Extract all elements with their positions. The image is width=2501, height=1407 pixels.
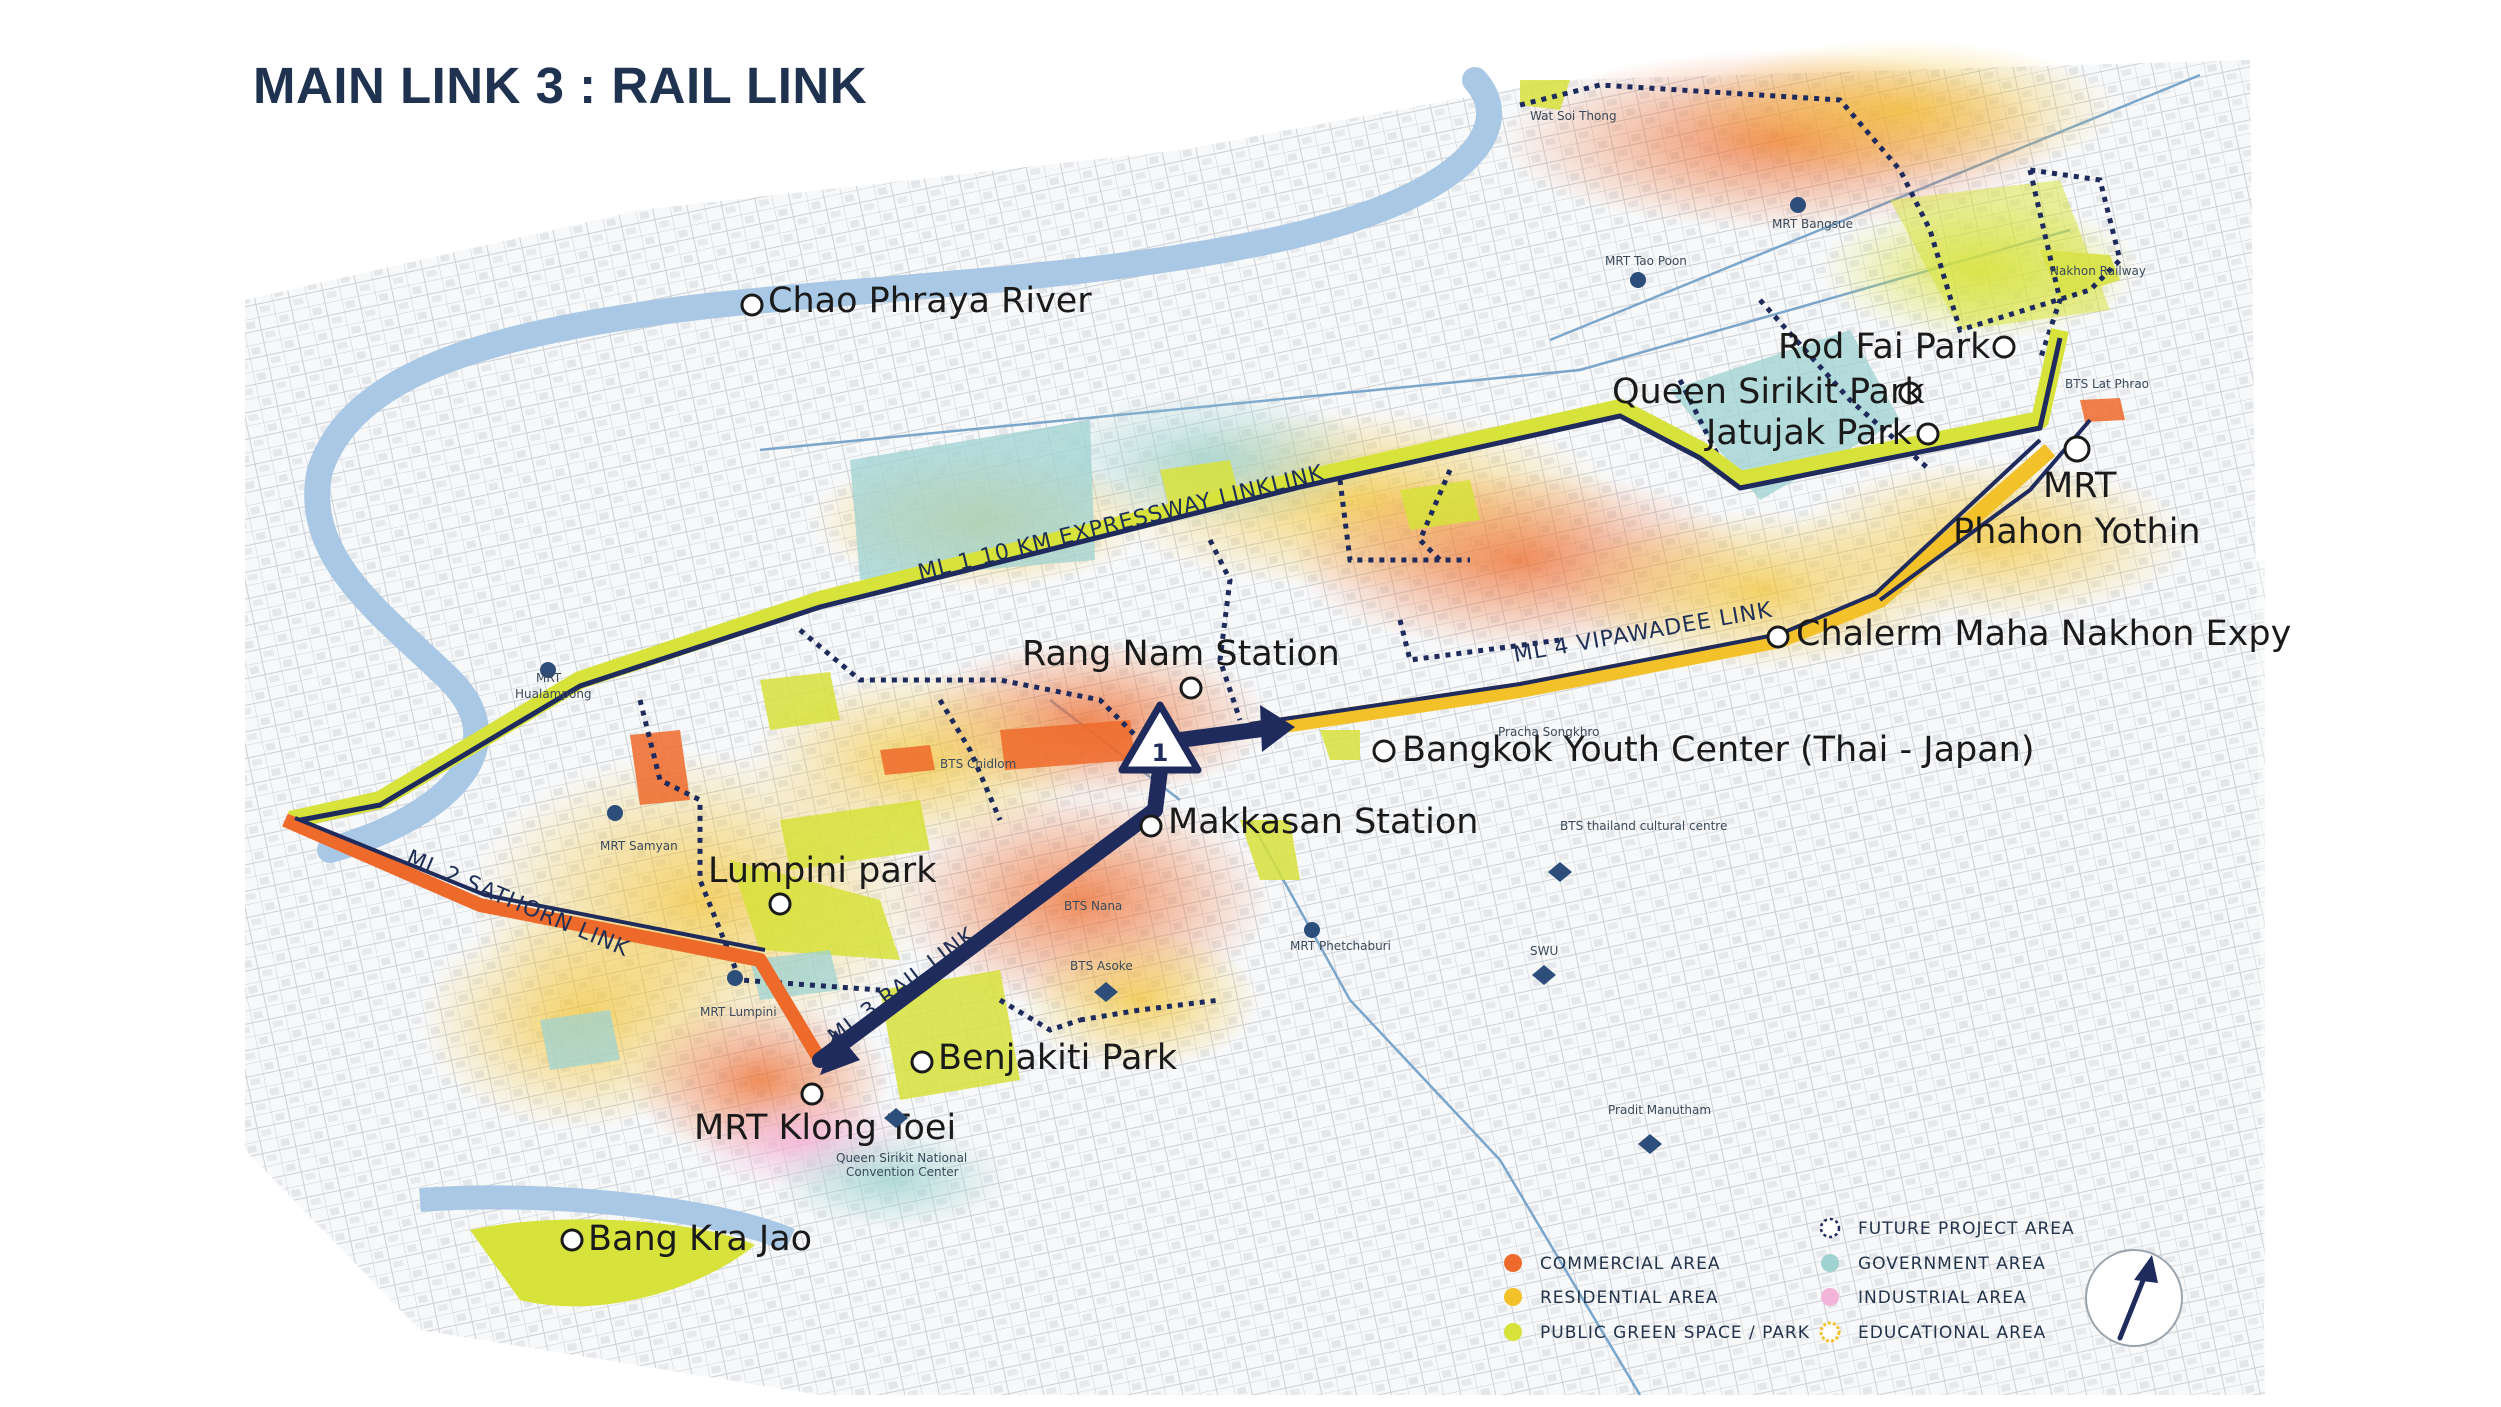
legend-item-green-space: PUBLIC GREEN SPACE / PARK bbox=[1504, 1323, 1810, 1343]
svg-text:1: 1 bbox=[1152, 739, 1169, 767]
svg-text:Hualampong: Hualampong bbox=[515, 687, 592, 701]
place-label-chao-phraya: Chao Phraya River bbox=[768, 281, 1092, 321]
mrt-icon bbox=[1630, 272, 1646, 288]
svg-text:MRT Tao Poon: MRT Tao Poon bbox=[1605, 254, 1687, 268]
bts-icon bbox=[1532, 965, 1556, 985]
svg-text:MRT Bangsue: MRT Bangsue bbox=[1772, 217, 1853, 231]
place-label-jatujak: Jatujak Park bbox=[1704, 413, 1913, 453]
place-label-makkasan: Makkasan Station bbox=[1168, 802, 1478, 842]
legend-item-residential: RESIDENTIAL AREA bbox=[1504, 1288, 1719, 1308]
svg-text:COMMERCIAL AREA: COMMERCIAL AREA bbox=[1540, 1254, 1721, 1274]
svg-text:Pracha Songkhro: Pracha Songkhro bbox=[1498, 725, 1599, 739]
legend-item-industrial: INDUSTRIAL AREA bbox=[1821, 1288, 2027, 1308]
legend-item-commercial: COMMERCIAL AREA bbox=[1504, 1254, 1721, 1274]
svg-text:BTS Chidlom: BTS Chidlom bbox=[940, 757, 1016, 771]
place-label-rang-nam: Rang Nam Station bbox=[1022, 634, 1340, 674]
place-label-mrt-phahon-2: Phahon Yothin bbox=[1953, 512, 2201, 552]
bts-icon bbox=[884, 1108, 908, 1128]
svg-text:Queen Sirikit National: Queen Sirikit National bbox=[836, 1151, 967, 1165]
svg-text:RESIDENTIAL AREA: RESIDENTIAL AREA bbox=[1540, 1288, 1719, 1308]
svg-text:MRT: MRT bbox=[536, 671, 562, 685]
svg-text:Convention Center: Convention Center bbox=[846, 1165, 959, 1179]
svg-text:BTS thailand cultural centre: BTS thailand cultural centre bbox=[1560, 819, 1727, 833]
svg-text:Pradit Manutham: Pradit Manutham bbox=[1608, 1103, 1711, 1117]
place-label-queen-sirikit: Queen Sirikit Park bbox=[1612, 372, 1925, 412]
bts-icon bbox=[1094, 982, 1118, 1002]
ml2-sathorn-link bbox=[282, 813, 827, 1064]
legend-item-educational: EDUCATIONAL AREA bbox=[1819, 1321, 2046, 1343]
legend-item-future-project: FUTURE PROJECT AREA bbox=[1819, 1217, 2075, 1239]
svg-text:FUTURE PROJECT AREA: FUTURE PROJECT AREA bbox=[1858, 1219, 2075, 1239]
transit-station-icons bbox=[540, 197, 1806, 1154]
legend-item-government: GOVERNMENT AREA bbox=[1821, 1254, 2046, 1274]
place-label-rod-fai: Rod Fai Park bbox=[1778, 327, 1991, 367]
mrt-icon bbox=[1790, 197, 1806, 213]
small-annotations: Wat Soi Thong MRT Bangsue MRT Tao Poon M… bbox=[515, 109, 2149, 1179]
place-label-youth-center: Bangkok Youth Center (Thai - Japan) bbox=[1402, 730, 2035, 770]
svg-text:MRT Lumpini: MRT Lumpini bbox=[700, 1005, 777, 1019]
place-pins bbox=[560, 293, 2091, 1252]
svg-text:MRT Phetchaburi: MRT Phetchaburi bbox=[1290, 939, 1391, 953]
svg-text:BTS Nana: BTS Nana bbox=[1064, 899, 1122, 913]
mrt-icon bbox=[607, 805, 623, 821]
svg-text:SWU: SWU bbox=[1530, 944, 1558, 958]
place-label-klong-toei: MRT Klong Toei bbox=[694, 1108, 956, 1148]
future-project-boundaries bbox=[637, 82, 2123, 1033]
legend: COMMERCIAL AREA RESIDENTIAL AREA PUBLIC … bbox=[1504, 1217, 2075, 1343]
svg-text:MRT Samyan: MRT Samyan bbox=[600, 839, 678, 853]
ml3-arrowheads bbox=[820, 705, 1295, 1075]
mrt-icon bbox=[540, 662, 556, 678]
svg-text:PUBLIC GREEN SPACE / PARK: PUBLIC GREEN SPACE / PARK bbox=[1540, 1323, 1810, 1343]
svg-text:Nakhon Railway: Nakhon Railway bbox=[2050, 264, 2146, 278]
svg-text:BTS Lat Phrao: BTS Lat Phrao bbox=[2065, 377, 2149, 391]
svg-text:GOVERNMENT AREA: GOVERNMENT AREA bbox=[1858, 1254, 2046, 1274]
chao-phraya-river bbox=[304, 67, 1503, 1252]
bts-icon bbox=[1548, 862, 1572, 882]
north-arrow-icon bbox=[2085, 1249, 2183, 1347]
mrt-icon bbox=[727, 970, 743, 986]
svg-text:EDUCATIONAL AREA: EDUCATIONAL AREA bbox=[1858, 1323, 2046, 1343]
page-title: MAIN LINK 3 : RAIL LINK bbox=[253, 57, 868, 114]
place-label-benjakiti: Benjakiti Park bbox=[938, 1038, 1178, 1078]
svg-text:Wat Soi Thong: Wat Soi Thong bbox=[1530, 109, 1617, 123]
place-label-lumpini: Lumpini park bbox=[708, 851, 937, 891]
ml3-rail-link bbox=[812, 720, 1278, 1068]
svg-text:BTS Asoke: BTS Asoke bbox=[1070, 959, 1133, 973]
svg-text:INDUSTRIAL AREA: INDUSTRIAL AREA bbox=[1858, 1288, 2027, 1308]
bang-kra-jao-park bbox=[470, 1219, 755, 1307]
place-label-mrt-phahon-1: MRT bbox=[2043, 466, 2117, 506]
bts-icon bbox=[1638, 1134, 1662, 1154]
ml1-expressway-link bbox=[288, 328, 2069, 829]
place-label-bang-kra-jao: Bang Kra Jao bbox=[588, 1219, 812, 1259]
mrt-icon bbox=[1304, 922, 1320, 938]
number-marker[interactable]: 1 bbox=[1118, 701, 1202, 774]
place-label-chalerm: Chalerm Maha Nakhon Expy bbox=[1796, 614, 2291, 654]
commercial-blocks bbox=[630, 398, 2125, 805]
